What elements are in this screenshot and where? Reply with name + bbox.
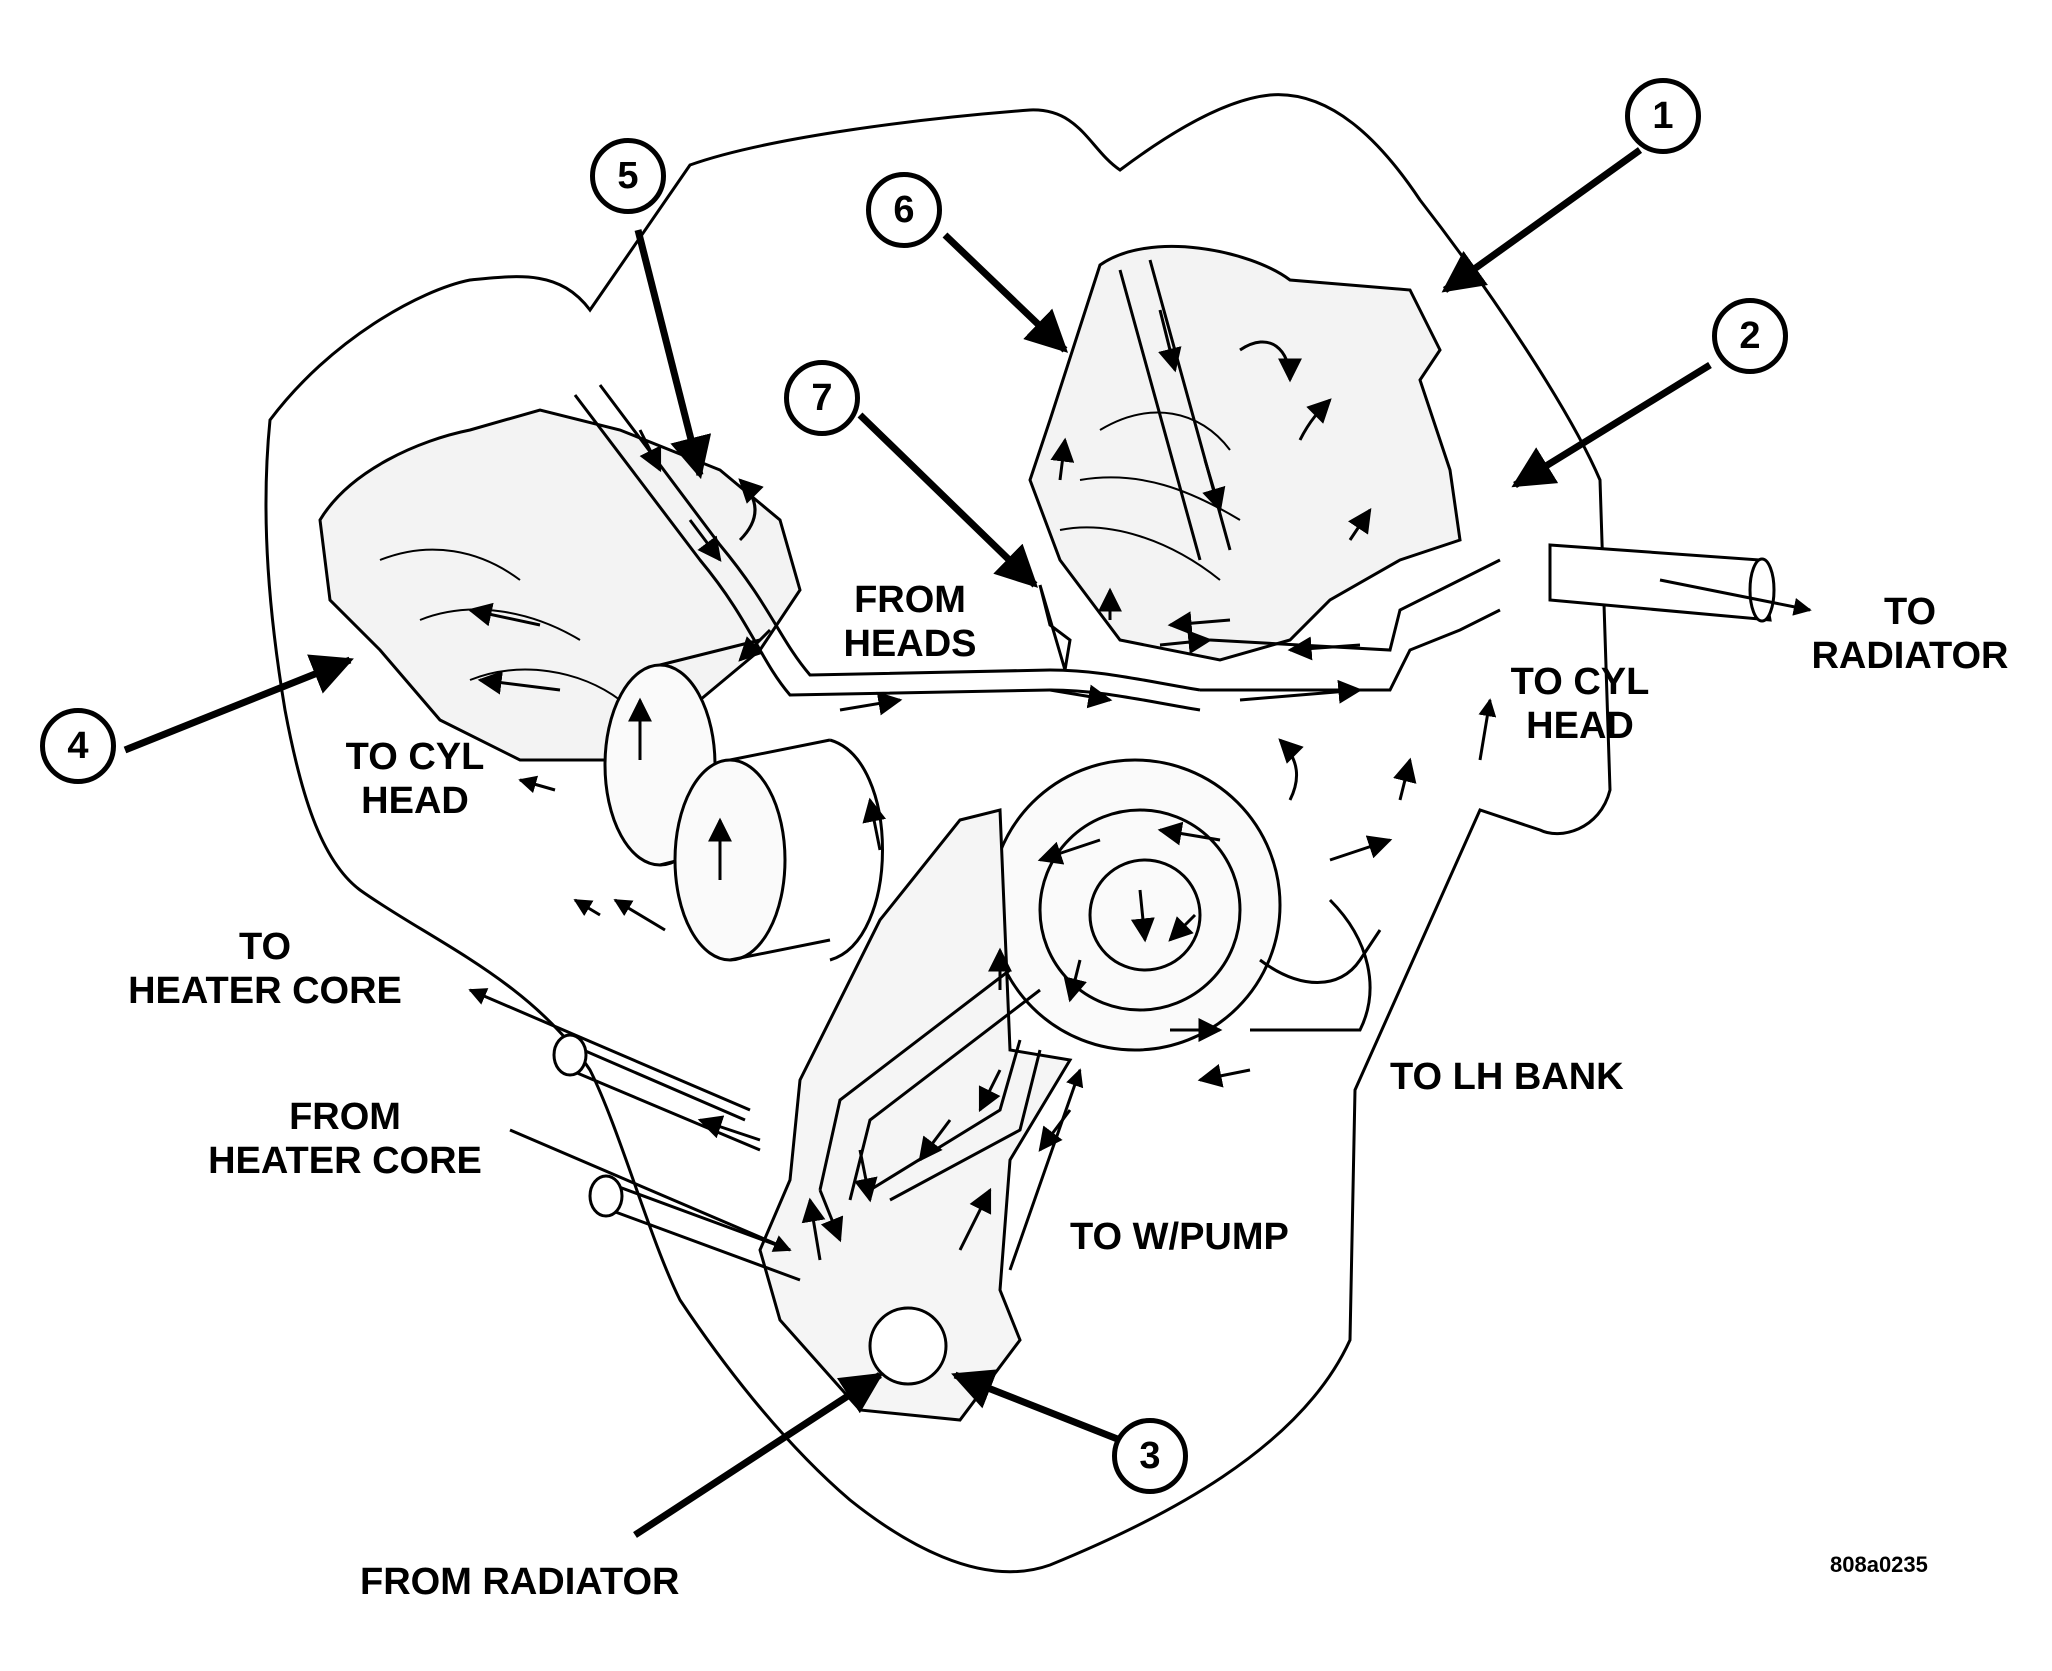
left-bank-cylinders	[603, 638, 884, 962]
callout-2: 2	[1712, 298, 1788, 374]
engine-block-outline	[264, 93, 1612, 1574]
left-cylinder-head	[318, 408, 802, 762]
callout-4: 4	[40, 708, 116, 784]
figure-code: 808a0235	[1830, 1552, 1928, 1577]
label-to-lh-bank: TO LH BANK	[1390, 1056, 1624, 1098]
callout-leaders	[123, 147, 1712, 1538]
callout-7: 7	[784, 360, 860, 436]
callout-1: 1	[1625, 78, 1701, 154]
flow-arrows	[467, 309, 1417, 1261]
callout-5: 5	[590, 138, 666, 214]
callout-3: 3	[1112, 1418, 1188, 1494]
water-pump-volute	[988, 758, 1382, 1052]
label-from-radiator: FROM RADIATOR	[360, 1561, 680, 1603]
label-to-heater-core: TO HEATER CORE	[128, 926, 402, 1012]
label-to-cyl-head-left: TO CYL HEAD	[345, 736, 485, 822]
label-to-radiator: TO RADIATOR	[1811, 591, 2009, 677]
label-from-heads: FROM HEADS	[843, 579, 977, 665]
right-cylinder-head	[1028, 245, 1462, 662]
coolant-passages	[552, 259, 1776, 1282]
label-to-cyl-head-right: TO CYL HEAD	[1510, 661, 1650, 747]
label-to-w-pump: TO W/PUMP	[1070, 1216, 1289, 1258]
thermostat-housing	[868, 1306, 948, 1386]
callout-6: 6	[866, 172, 942, 248]
label-from-heater-core: FROM HEATER CORE	[208, 1096, 482, 1182]
direction-arrows	[468, 578, 1812, 1271]
